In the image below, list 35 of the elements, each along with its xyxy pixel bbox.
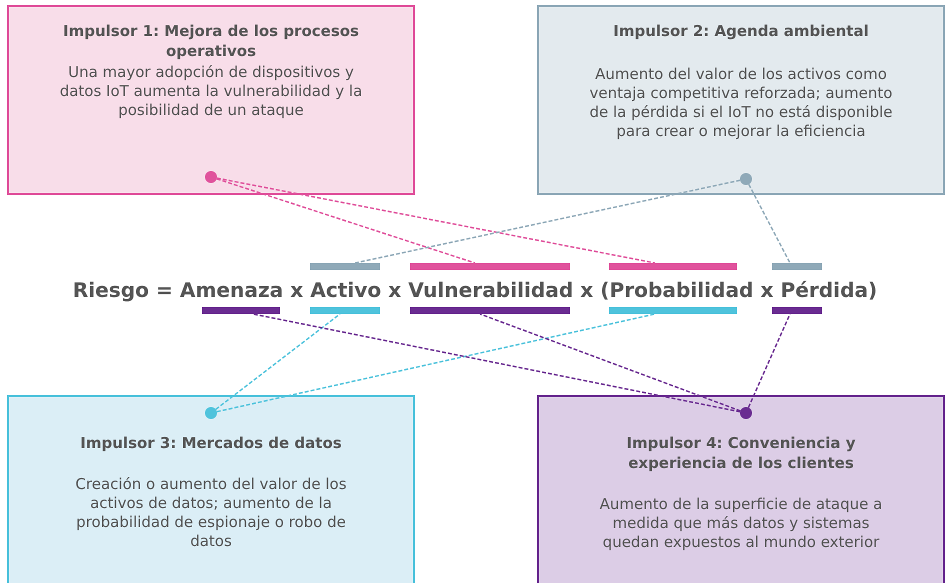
highlight-bar: [202, 307, 280, 314]
panel-heading: Impulsor 4: Conveniencia y experiencia de los clientes: [625, 433, 857, 473]
panel-heading: Impulsor 1: Mejora de los procesos operativos: [62, 21, 360, 61]
dashed-connector: [748, 184, 791, 264]
highlight-bar: [772, 307, 822, 314]
formula-text: Riesgo = Amenaza x Activo x Vulnerabilidad x (Probabilidad x Pérdida): [72, 277, 878, 304]
panel-text: Aumento del valor de los activos como ventaja competitiva reforzada; aumento de la pérdida si el IoT no está disponible para crear o mejorar la eficiencia: [589, 65, 893, 141]
panel-heading: Impulsor 2: Agenda ambiental: [612, 21, 870, 41]
highlight-bar: [410, 307, 570, 314]
highlight-bar: [609, 263, 737, 270]
dashed-connector: [354, 180, 740, 264]
highlight-bar: [609, 307, 737, 314]
connector-dot: [205, 407, 217, 419]
highlight-bar: [310, 263, 380, 270]
dashed-connector: [215, 313, 340, 410]
dashed-connector: [216, 177, 656, 264]
highlight-bar: [772, 263, 822, 270]
connector-dot: [740, 173, 752, 185]
panel-heading: Impulsor 3: Mercados de datos: [79, 433, 343, 453]
dashed-connector: [216, 178, 476, 264]
connector-dot: [740, 407, 752, 419]
connector-dot: [205, 171, 217, 183]
dashed-connector: [748, 314, 791, 408]
dashed-connector: [252, 313, 740, 413]
highlight-bar: [310, 307, 380, 314]
dashed-connector: [480, 313, 741, 412]
text-panel: [537, 5, 945, 195]
panel-text: Una mayor adopción de dispositivos y datos IoT aumenta la vulnerabilidad y la posibilidad de un ataque: [58, 63, 364, 120]
highlight-bar: [410, 263, 570, 270]
text-panel: [7, 395, 415, 583]
panel-text: Creación o aumento del valor de los activos de datos; aumento de la probabilidad de espionaje o robo de datos: [74, 475, 348, 551]
text-panel: [7, 5, 415, 195]
dashed-connector: [216, 313, 656, 412]
panel-text: Aumento de la superficie de ataque a medida que más datos y sistemas quedan expuestos al mundo exterior: [599, 495, 883, 552]
text-panel: [537, 395, 945, 583]
